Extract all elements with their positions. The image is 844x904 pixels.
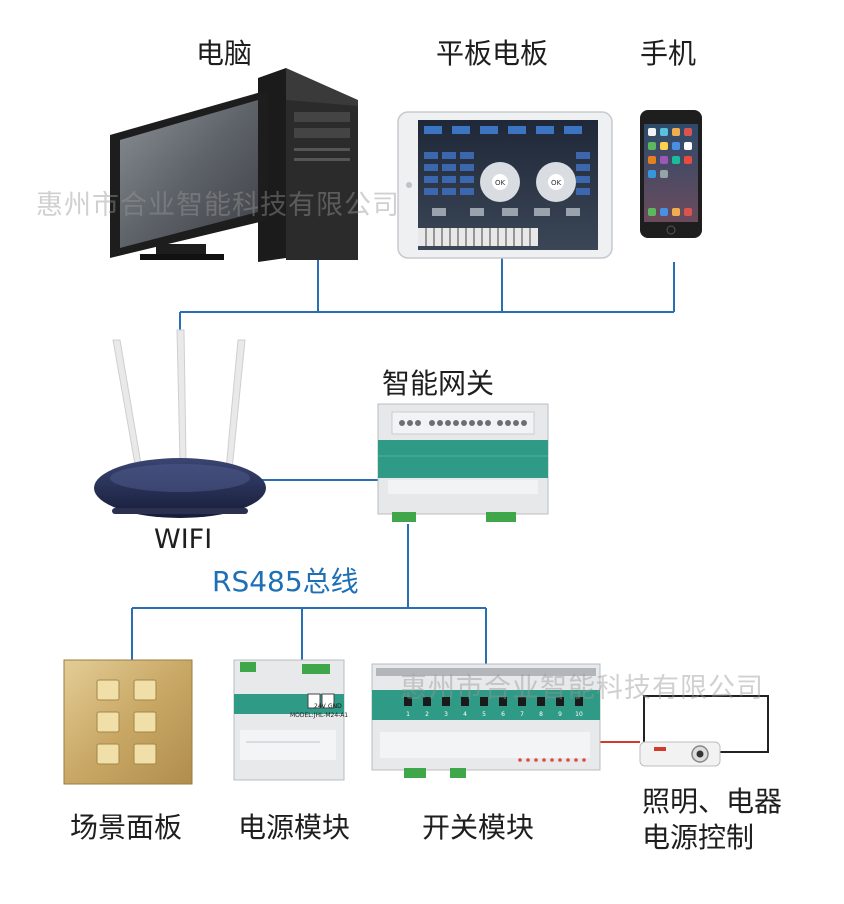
label-computer: 电脑	[196, 37, 253, 70]
switch-channel-number: 4	[463, 711, 467, 718]
power-module-model: MODEL:JHL-M24-A1	[290, 712, 348, 719]
switch-channel-relay	[575, 697, 583, 706]
power-module-icon: 24V GND MODEL:JHL-M24-A1	[233, 659, 348, 781]
label-phone: 手机	[640, 37, 697, 70]
switch-channel-number: 1	[406, 711, 410, 718]
switch-channel-number: 7	[520, 711, 524, 718]
label-lighting-control-line1: 照明、电器	[642, 785, 783, 818]
switch-module-icon: 1 2 3 4 5 6 7 8 9 10	[371, 663, 601, 778]
label-rs485-bus: RS485总线	[212, 565, 359, 598]
switch-channel-relay	[442, 697, 450, 706]
label-gateway: 智能网关	[382, 367, 495, 400]
switch-channel-number: 3	[444, 711, 448, 718]
connection-lines	[131, 258, 675, 664]
label-lighting-control-line2: 电源控制	[642, 821, 755, 854]
switch-channel-number: 10	[575, 711, 583, 718]
switch-channel-number: 5	[482, 711, 486, 718]
phone-icon	[640, 110, 702, 238]
watermark-top: 惠州市合业智能科技有限公司	[36, 190, 400, 221]
switch-channel-row: 1 2 3 4 5 6 7 8 9 10	[404, 697, 583, 718]
switch-channel-relay	[480, 697, 488, 706]
switch-channel-relay	[556, 697, 564, 706]
power-module-24v: 24V	[314, 703, 327, 710]
watermark-bottom: 惠州市合业智能科技有限公司	[400, 673, 764, 704]
switch-channel-number: 8	[539, 711, 543, 718]
power-module-gnd: GND	[328, 703, 342, 710]
switch-channel-relay	[423, 697, 431, 706]
label-switch-module: 开关模块	[422, 811, 535, 844]
tablet-ok-right: OK	[551, 179, 562, 187]
label-power-module: 电源模块	[238, 811, 351, 844]
tablet-ok-left: OK	[495, 179, 506, 187]
switch-channel-number: 9	[558, 711, 562, 718]
computer-icon	[110, 68, 358, 262]
label-tablet: 平板电板	[436, 37, 549, 70]
switch-channel-number: 2	[425, 711, 429, 718]
label-scene-panel: 场景面板	[70, 811, 183, 844]
switch-channel-relay	[537, 697, 545, 706]
switch-channel-relay	[518, 697, 526, 706]
tablet-icon: OK OK	[397, 111, 613, 259]
router-icon	[94, 329, 266, 518]
gateway-icon	[377, 403, 549, 522]
label-wifi: WIFI	[154, 524, 213, 555]
switch-channel-relay	[404, 697, 412, 706]
projector-icon	[639, 695, 769, 767]
switch-channel-relay	[499, 697, 507, 706]
switch-channel-relay	[461, 697, 469, 706]
switch-channel-number: 6	[501, 711, 505, 718]
scene-panel-icon	[63, 659, 193, 785]
